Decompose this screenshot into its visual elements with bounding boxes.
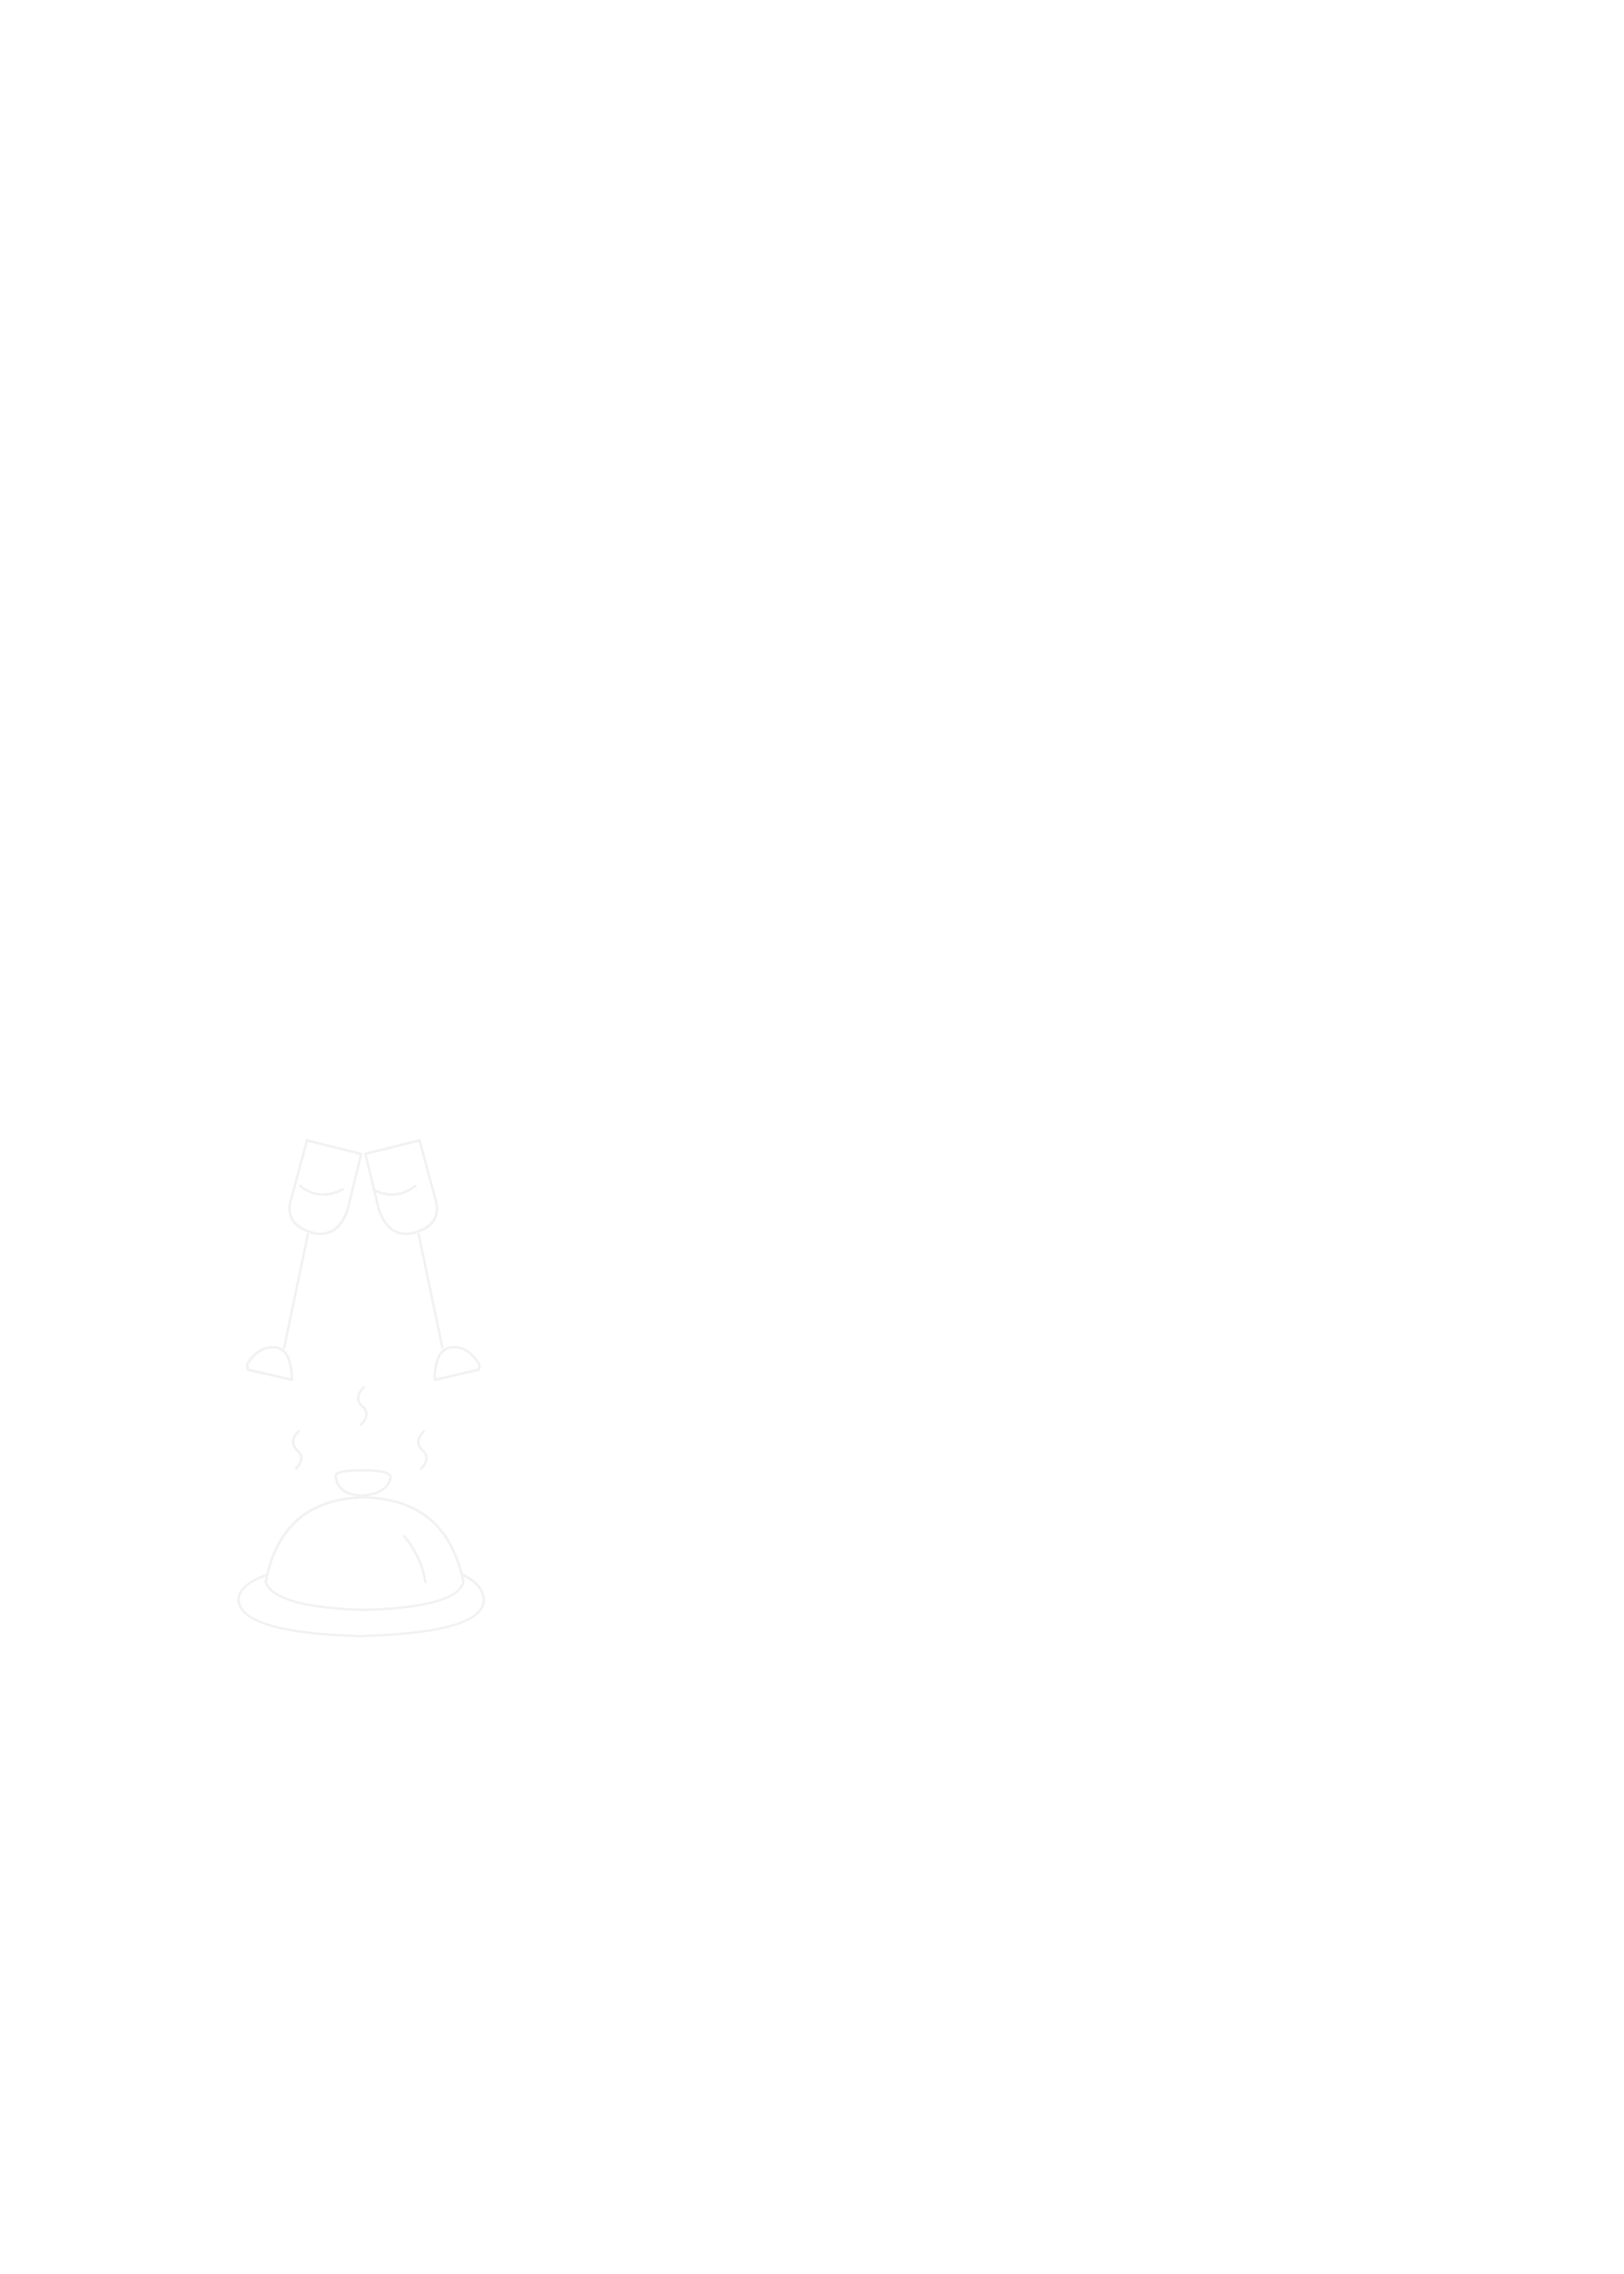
dining-illustration	[195, 1134, 508, 1675]
champagne-glasses-icon	[245, 1139, 481, 1381]
steam-icon	[292, 1386, 428, 1470]
left-champagne-glass-icon	[245, 1139, 363, 1381]
right-champagne-glass-icon	[364, 1139, 481, 1381]
serving-cloche-icon	[237, 1386, 486, 1638]
